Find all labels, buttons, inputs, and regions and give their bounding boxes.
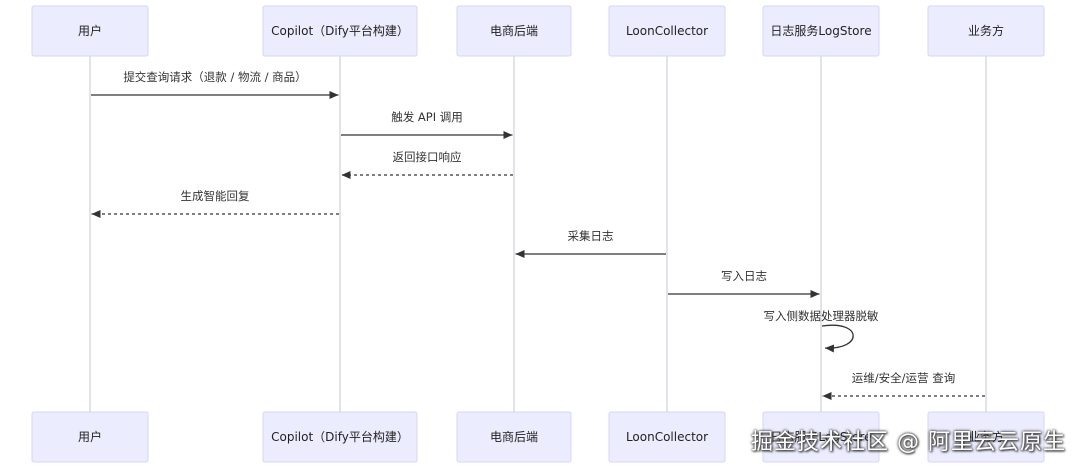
- message-1: 提交查询请求（退款 / 物流 / 商品）: [91, 70, 339, 99]
- actor-logstore-top: 日志服务LogStore: [762, 5, 880, 57]
- message-label: 生成智能回复: [181, 189, 250, 203]
- actor-loon-top: LoonCollector: [608, 5, 726, 57]
- actor-backend-top: 电商后端: [456, 5, 572, 57]
- message-6: 写入日志: [668, 269, 820, 298]
- actor-label: LoonCollector: [626, 24, 708, 38]
- actor-label: Copilot（Dify平台构建）: [271, 429, 409, 444]
- actor-label: 用户: [78, 429, 102, 444]
- actor-biz-top: 业务方: [927, 5, 1045, 57]
- actors-bottom: 用户 Copilot（Dify平台构建） 电商后端 LoonCollector 日志服务…: [31, 411, 1045, 463]
- message-4: 生成智能回复: [91, 189, 339, 218]
- actor-box: [762, 411, 880, 463]
- lifelines: [89, 56, 987, 412]
- actor-label: Copilot（Dify平台构建）: [271, 23, 409, 38]
- message-label: 写入侧数据处理器脱敏: [764, 309, 879, 323]
- actor-box: [762, 5, 880, 57]
- message-label: 采集日志: [568, 229, 614, 243]
- actor-label: 业务方: [968, 429, 1004, 444]
- actor-box: [31, 5, 149, 57]
- actor-biz-bottom: 业务方: [927, 411, 1045, 463]
- actor-loon-bottom: LoonCollector: [608, 411, 726, 463]
- message-2: 触发 API 调用: [341, 110, 513, 139]
- actor-user-top: 用户: [31, 5, 149, 57]
- actor-label: 日志服务LogStore: [770, 429, 871, 444]
- actor-copilot-top: Copilot（Dify平台构建）: [262, 5, 418, 57]
- actors-top: 用户 Copilot（Dify平台构建） 电商后端 LoonCollector 日志服务…: [31, 5, 1045, 57]
- actor-box: [608, 411, 726, 463]
- actor-box: [262, 5, 418, 57]
- watermark-text: 掘金技术社区 @ 阿里云云原生: [751, 430, 1066, 455]
- message-7: 写入侧数据处理器脱敏: [764, 309, 879, 353]
- self-message-arrow: [821, 324, 854, 353]
- message-5: 采集日志: [515, 229, 666, 258]
- message-label: 提交查询请求（退款 / 物流 / 商品）: [123, 70, 306, 84]
- actor-logstore-bottom: 日志服务LogStore: [762, 411, 880, 463]
- actor-box: [456, 5, 572, 57]
- actor-copilot-bottom: Copilot（Dify平台构建）: [262, 411, 418, 463]
- message-8: 运维/安全/运营 查询: [822, 371, 985, 400]
- messages: 提交查询请求（退款 / 物流 / 商品） 触发 API 调用返回接口响应生成智能回…: [91, 70, 985, 400]
- actor-label: 日志服务LogStore: [770, 23, 871, 38]
- actor-backend-bottom: 电商后端: [456, 411, 572, 463]
- message-label: 返回接口响应: [393, 150, 462, 164]
- actor-box: [262, 411, 418, 463]
- message-label: 运维/安全/运营 查询: [852, 371, 955, 385]
- message-label: 写入日志: [721, 269, 767, 283]
- actor-box: [31, 411, 149, 463]
- actor-box: [608, 5, 726, 57]
- actor-label: 电商后端: [490, 23, 538, 38]
- actor-label: 电商后端: [490, 429, 538, 444]
- actor-user-bottom: 用户: [31, 411, 149, 463]
- message-3: 返回接口响应: [341, 150, 513, 179]
- actor-label: 业务方: [968, 23, 1004, 38]
- actor-label: 用户: [78, 23, 102, 38]
- actor-box: [927, 5, 1045, 57]
- actor-label: LoonCollector: [626, 430, 708, 444]
- actor-box: [927, 411, 1045, 463]
- actor-box: [456, 411, 572, 463]
- message-label: 触发 API 调用: [391, 110, 463, 124]
